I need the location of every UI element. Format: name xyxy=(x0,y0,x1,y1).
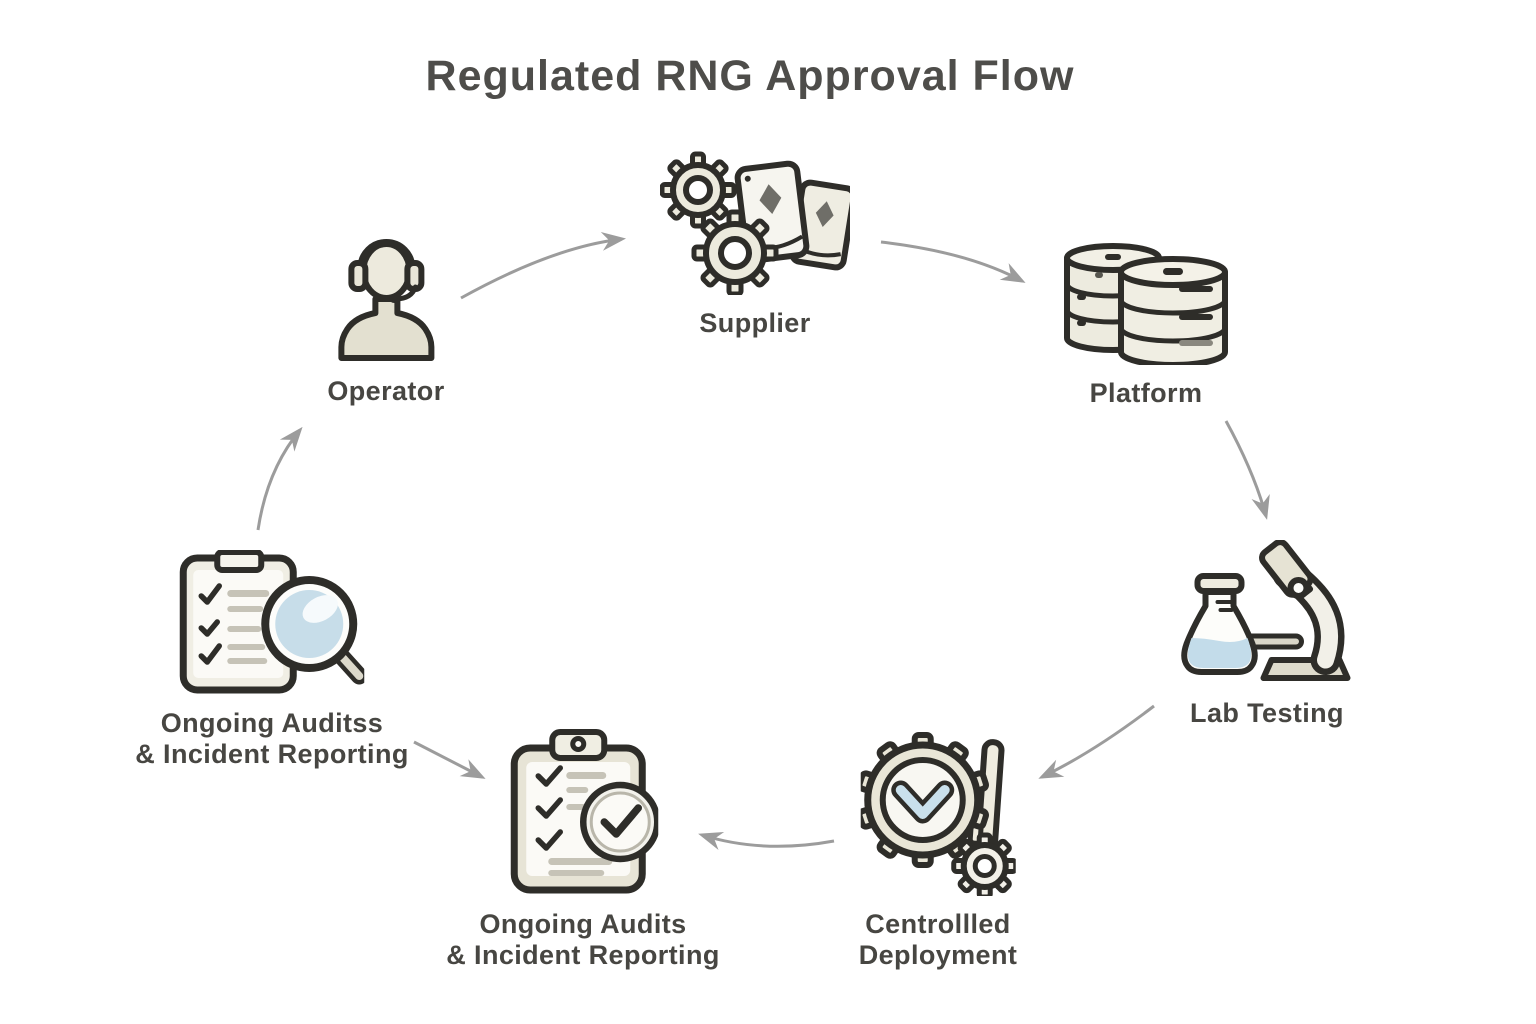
flask-microscope-icon xyxy=(1181,540,1351,681)
arrow-platform-to-lab-testing xyxy=(1224,420,1270,520)
supplier-label: Supplier xyxy=(699,308,811,338)
node-controlled-deployment: Centrollled Deployment xyxy=(859,724,1018,971)
operator-headset-icon xyxy=(337,239,434,361)
arrow-lab-testing-to-deployment xyxy=(1038,704,1155,779)
gear-checkmark-icon xyxy=(860,732,1016,896)
arrow-auditss-to-operator xyxy=(256,426,303,531)
platform-label: Platform xyxy=(1089,378,1203,408)
arrow-operator-to-supplier xyxy=(460,231,627,300)
page-title: Regulated RNG Approval Flow xyxy=(425,52,1075,100)
controlled-deployment-label: Centrollled Deployment xyxy=(858,909,1018,970)
ongoing-audits-left-label: Ongoing Auditss & Incident Reporting xyxy=(135,708,409,769)
arrow-supplier-to-platform xyxy=(880,240,1026,283)
operator-label: Operator xyxy=(327,376,445,406)
clipboard-checklist-icon xyxy=(510,729,658,894)
clipboard-magnifier-icon xyxy=(180,550,365,694)
node-ongoing-audits: Ongoing Audits & Incident Reporting xyxy=(446,724,720,971)
node-ongoing-audits-left: Ongoing Auditss & Incident Reporting xyxy=(135,550,409,770)
node-lab-testing: Lab Testing xyxy=(1180,540,1355,729)
arrow-auditss-to-audits xyxy=(413,740,486,779)
database-stack-icon xyxy=(1064,243,1228,365)
lab-testing-label: Lab Testing xyxy=(1190,698,1344,728)
gears-playing-cards-icon xyxy=(660,151,850,295)
ongoing-audits-label: Ongoing Audits & Incident Reporting xyxy=(446,909,720,970)
node-supplier: Supplier xyxy=(660,150,850,339)
node-operator: Operator xyxy=(327,235,444,407)
arrow-deployment-to-audits xyxy=(698,831,835,851)
node-platform: Platform xyxy=(1061,240,1231,409)
